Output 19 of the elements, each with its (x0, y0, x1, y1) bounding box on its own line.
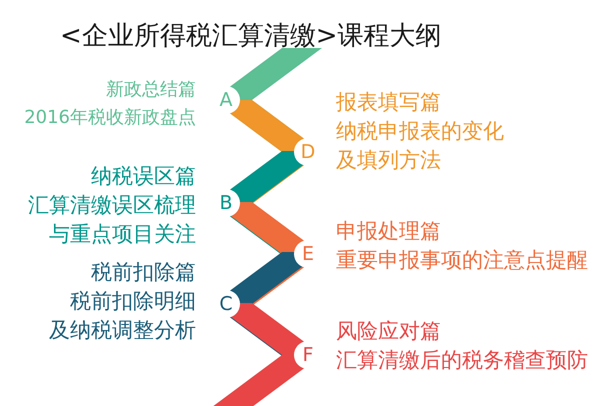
section-letter: A (212, 86, 240, 114)
section-description: 汇算清缴后的税务稽查预防 (336, 347, 588, 374)
section-description: 纳税申报表的变化及填列方法 (336, 118, 504, 174)
section-letter: D (294, 138, 322, 166)
section-letter: C (212, 290, 240, 318)
section-letter: E (294, 240, 322, 268)
section-description: 重要申报事项的注意点提醒 (336, 247, 588, 274)
section-heading: 纳税误区篇 (91, 163, 196, 190)
section-heading: 风险应对篇 (336, 318, 441, 345)
diagram-title: <企业所得税汇算清缴>课程大纲 (60, 20, 443, 53)
section-letter: F (294, 341, 322, 369)
section-description: 2016年税收新政盘点 (24, 106, 196, 130)
section-description: 税前扣除明细及纳税调整分析 (49, 288, 196, 344)
section-heading: 报表填写篇 (336, 89, 441, 116)
section-heading: 申报处理篇 (336, 218, 441, 245)
section-letter: B (212, 189, 240, 217)
section-description: 汇算清缴误区梳理与重点项目关注 (28, 192, 196, 248)
section-heading: 税前扣除篇 (91, 259, 196, 286)
section-heading: 新政总结篇 (106, 78, 196, 102)
